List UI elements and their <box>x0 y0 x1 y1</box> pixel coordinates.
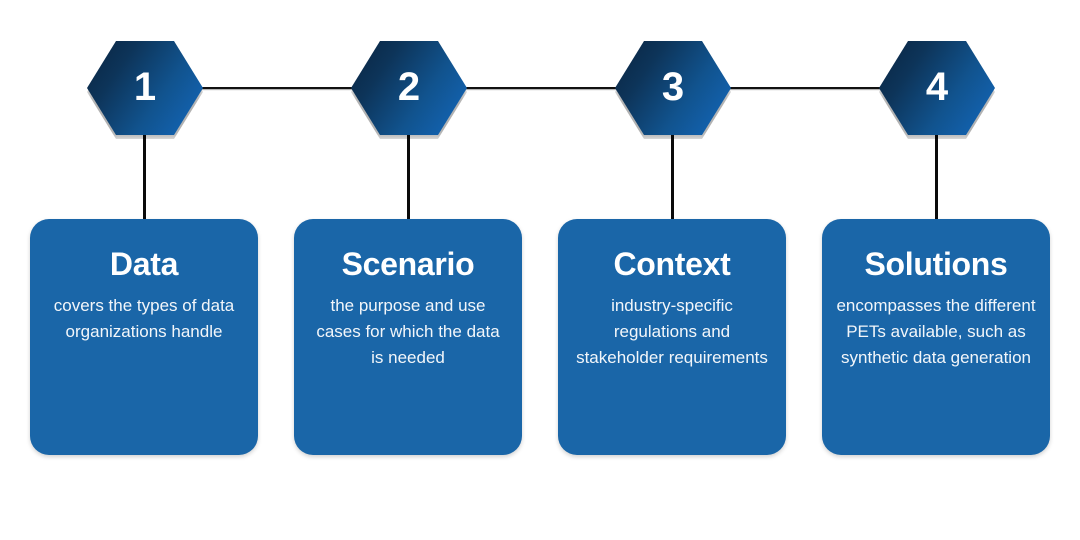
step-card-3[interactable]: Context industry-specific regulations an… <box>558 219 786 455</box>
hexagon-step-number-4: 4 <box>925 65 949 109</box>
hexagon-step-2[interactable]: 2 <box>351 41 467 135</box>
step-card-4[interactable]: Solutions encompasses the different PETs… <box>822 219 1050 455</box>
step-card-2[interactable]: Scenario the purpose and use cases for w… <box>294 219 522 455</box>
step-card-1[interactable]: Data covers the types of data organizati… <box>30 219 258 455</box>
hexagon-step-number-3: 3 <box>661 65 685 109</box>
connector-drop-4 <box>935 128 938 222</box>
connector-line-3-4 <box>701 87 911 89</box>
step-card-title-4: Solutions <box>864 246 1008 282</box>
step-card-title-2: Scenario <box>341 246 475 282</box>
hexagon-step-3[interactable]: 3 <box>615 41 731 135</box>
hexagon-step-4[interactable]: 4 <box>879 41 995 135</box>
step-card-description-4: encompasses the different PETs available… <box>836 295 1036 368</box>
connector-line-2-3 <box>437 87 647 89</box>
connector-drop-3 <box>671 128 674 222</box>
step-card-description-3: industry-specific regulations and stakeh… <box>576 295 768 368</box>
connector-drop-2 <box>407 128 410 222</box>
step-card-title-3: Context <box>613 246 731 282</box>
connector-drop-1 <box>143 128 146 222</box>
step-card-description-2: the purpose and use cases for which the … <box>316 295 500 368</box>
hexagon-step-1[interactable]: 1 <box>87 41 203 135</box>
step-card-title-1: Data <box>109 246 179 282</box>
step-card-description-1: covers the types of data organizations h… <box>53 295 235 342</box>
hexagon-step-number-2: 2 <box>397 65 421 109</box>
hexagon-step-number-1: 1 <box>133 65 157 109</box>
connector-line-1-2 <box>173 87 383 89</box>
